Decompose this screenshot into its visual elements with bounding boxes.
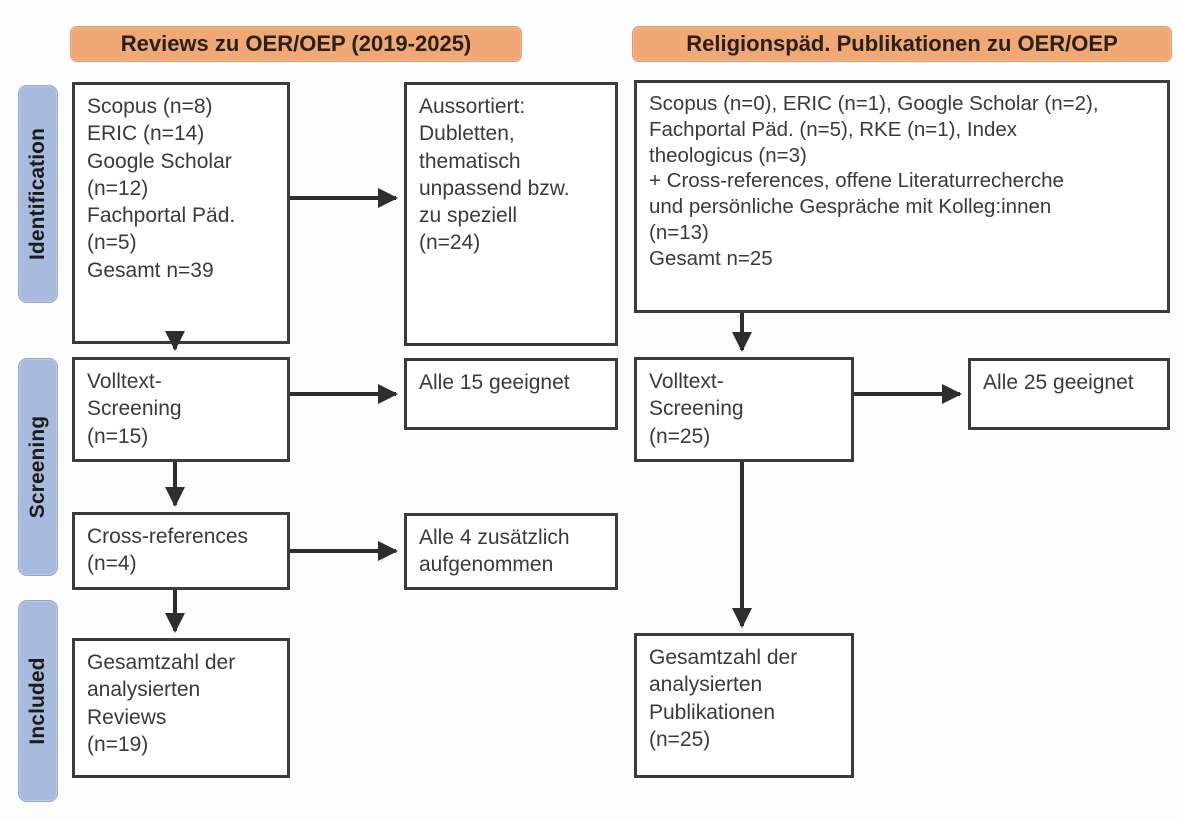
box-right-sources: Scopus (n=0), ERIC (n=1), Google Scholar… — [634, 80, 1170, 313]
box-left-crossrefs-text: Cross-references (n=4) — [87, 525, 249, 576]
box-left-fulltext-screening: Volltext- Screening (n=15) — [72, 357, 290, 462]
stage-pill-identification: Identification — [18, 85, 58, 303]
stage-pill-included: Included — [18, 600, 58, 802]
stage-pill-screening: Screening — [18, 358, 58, 576]
box-left-fulltext-result: Alle 15 geeignet — [404, 358, 618, 430]
box-right-fulltext-result: Alle 25 geeignet — [968, 358, 1170, 430]
box-left-sources: Scopus (n=8) ERIC (n=14) Google Scholar … — [72, 82, 290, 344]
box-left-sources-text: Scopus (n=8) ERIC (n=14) Google Scholar … — [87, 95, 236, 282]
box-left-fulltext-result-text: Alle 15 geeignet — [419, 371, 570, 394]
box-left-crossrefs-result-text: Alle 4 zusätzlich aufgenommen — [419, 526, 570, 577]
column-header-religionspaed: Religionspäd. Publikationen zu OER/OEP — [632, 26, 1172, 62]
box-left-included-total-text: Gesamtzahl der analysierten Reviews (n=1… — [87, 651, 236, 756]
box-left-fulltext-screening-text: Volltext- Screening (n=15) — [87, 370, 182, 448]
box-left-excluded: Aussortiert: Dubletten, thematisch unpas… — [404, 82, 618, 346]
column-header-reviews-text: Reviews zu OER/OEP (2019-2025) — [120, 31, 472, 56]
box-left-crossrefs-result: Alle 4 zusätzlich aufgenommen — [404, 513, 618, 590]
box-right-included-total: Gesamtzahl der analysierten Publikatione… — [634, 633, 854, 778]
column-header-religionspaed-text: Religionspäd. Publikationen zu OER/OEP — [686, 31, 1118, 56]
box-right-sources-text: Scopus (n=0), ERIC (n=1), Google Scholar… — [649, 92, 1099, 270]
box-left-excluded-text: Aussortiert: Dubletten, thematisch unpas… — [419, 95, 570, 255]
box-left-included-total: Gesamtzahl der analysierten Reviews (n=1… — [72, 638, 290, 778]
box-right-fulltext-result-text: Alle 25 geeignet — [983, 371, 1134, 394]
box-left-crossrefs: Cross-references (n=4) — [72, 512, 290, 590]
box-right-included-total-text: Gesamtzahl der analysierten Publikatione… — [649, 646, 798, 751]
column-header-reviews: Reviews zu OER/OEP (2019-2025) — [70, 26, 522, 62]
box-right-fulltext-screening: Volltext- Screening (n=25) — [634, 357, 854, 462]
box-right-fulltext-screening-text: Volltext- Screening (n=25) — [649, 370, 744, 448]
